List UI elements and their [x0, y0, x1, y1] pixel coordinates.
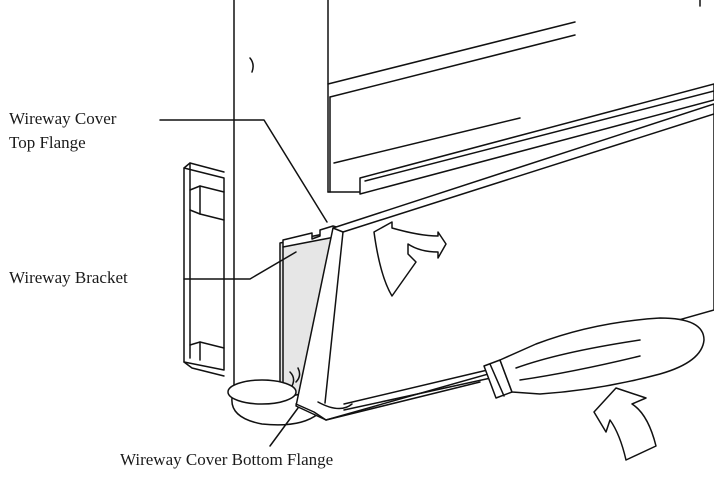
rotation-arrow-icon	[593, 387, 657, 461]
leader-bottom-flange	[269, 407, 299, 447]
wireway-channel	[183, 162, 225, 377]
leader-top-flange	[159, 119, 328, 223]
rotation-arrow-icon	[373, 221, 447, 297]
foot-disc	[227, 379, 319, 426]
bracket-label: Wireway Bracket	[9, 268, 128, 287]
leader-lines	[159, 119, 328, 447]
bottom-flange-label: Wireway Cover Bottom Flange	[120, 450, 334, 469]
upper-panel	[327, 0, 714, 195]
leader-bracket	[183, 251, 297, 280]
top-flange-label-line2: Top Flange	[9, 133, 86, 152]
screwdriver-icon	[343, 317, 705, 411]
top-flange-label-line1: Wireway Cover	[9, 109, 117, 128]
